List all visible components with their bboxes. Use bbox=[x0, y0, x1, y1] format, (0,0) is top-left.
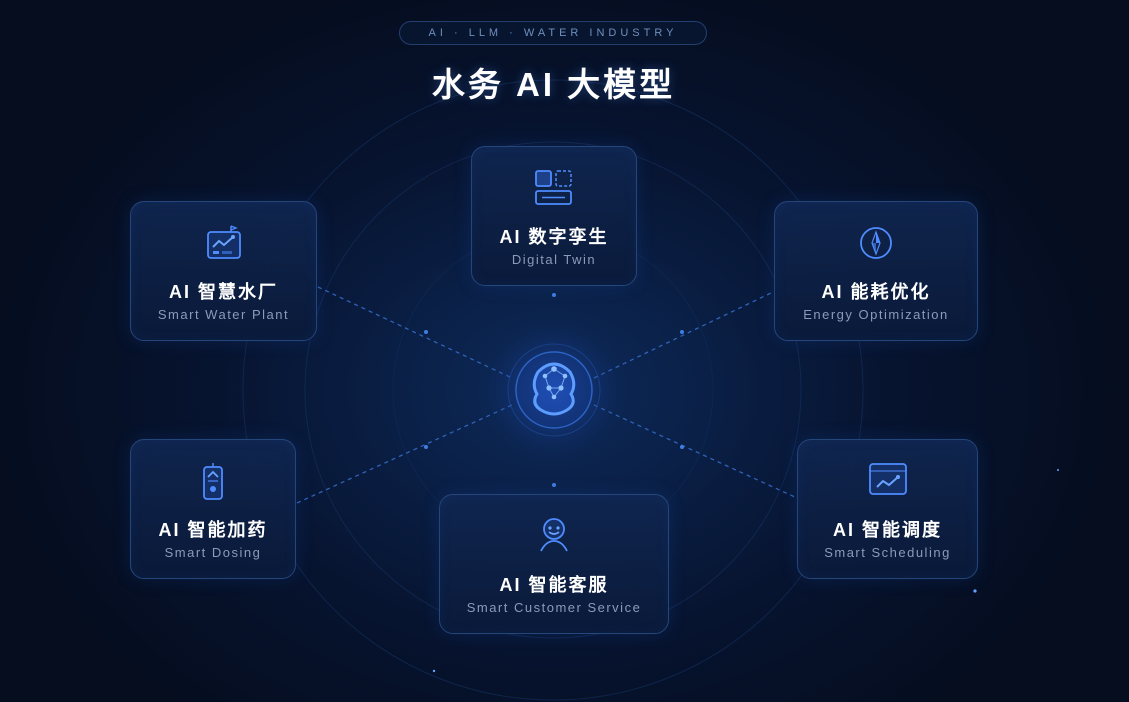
module-subtitle: Energy Optimization bbox=[803, 307, 949, 322]
module-card-smart-scheduling[interactable]: AI 智能调度 Smart Scheduling bbox=[797, 439, 978, 579]
module-subtitle: Digital Twin bbox=[511, 252, 597, 267]
layout-grid-icon bbox=[535, 170, 572, 205]
dosing-device-icon bbox=[203, 463, 223, 500]
page-title: 水务 AI 大模型 bbox=[431, 66, 676, 103]
module-title: AI 能耗优化 bbox=[821, 282, 931, 302]
chart-monitor-icon bbox=[206, 225, 241, 259]
tagline-badge: AI · LLM · WATER INDUSTRY bbox=[399, 21, 707, 45]
star-particles bbox=[432, 469, 1059, 673]
connector-dots bbox=[424, 293, 684, 487]
ai-core-hub[interactable] bbox=[505, 342, 603, 438]
module-subtitle: Smart Dosing bbox=[164, 545, 262, 560]
module-card-energy-optimization[interactable]: AI 能耗优化 Energy Optimization bbox=[774, 201, 978, 341]
robot-agent-icon bbox=[540, 518, 568, 552]
module-title: AI 智慧水厂 bbox=[168, 282, 278, 302]
module-card-digital-twin[interactable]: AI 数字孪生 Digital Twin bbox=[471, 146, 637, 286]
trend-screen-icon bbox=[868, 463, 907, 495]
module-title: AI 智能加药 bbox=[158, 520, 268, 540]
module-card-smart-dosing[interactable]: AI 智能加药 Smart Dosing bbox=[130, 439, 296, 579]
module-subtitle: Smart Water Plant bbox=[157, 307, 290, 322]
compass-icon bbox=[860, 227, 892, 259]
ai-brain-icon bbox=[507, 343, 601, 437]
module-subtitle: Smart Scheduling bbox=[824, 545, 951, 560]
module-title: AI 智能客服 bbox=[499, 575, 609, 595]
module-card-water-plant[interactable]: AI 智慧水厂 Smart Water Plant bbox=[130, 201, 317, 341]
module-subtitle: Smart Customer Service bbox=[466, 600, 642, 615]
module-title: AI 智能调度 bbox=[832, 520, 942, 540]
module-title: AI 数字孪生 bbox=[499, 227, 609, 247]
module-card-customer-service[interactable]: AI 智能客服 Smart Customer Service bbox=[439, 494, 669, 634]
